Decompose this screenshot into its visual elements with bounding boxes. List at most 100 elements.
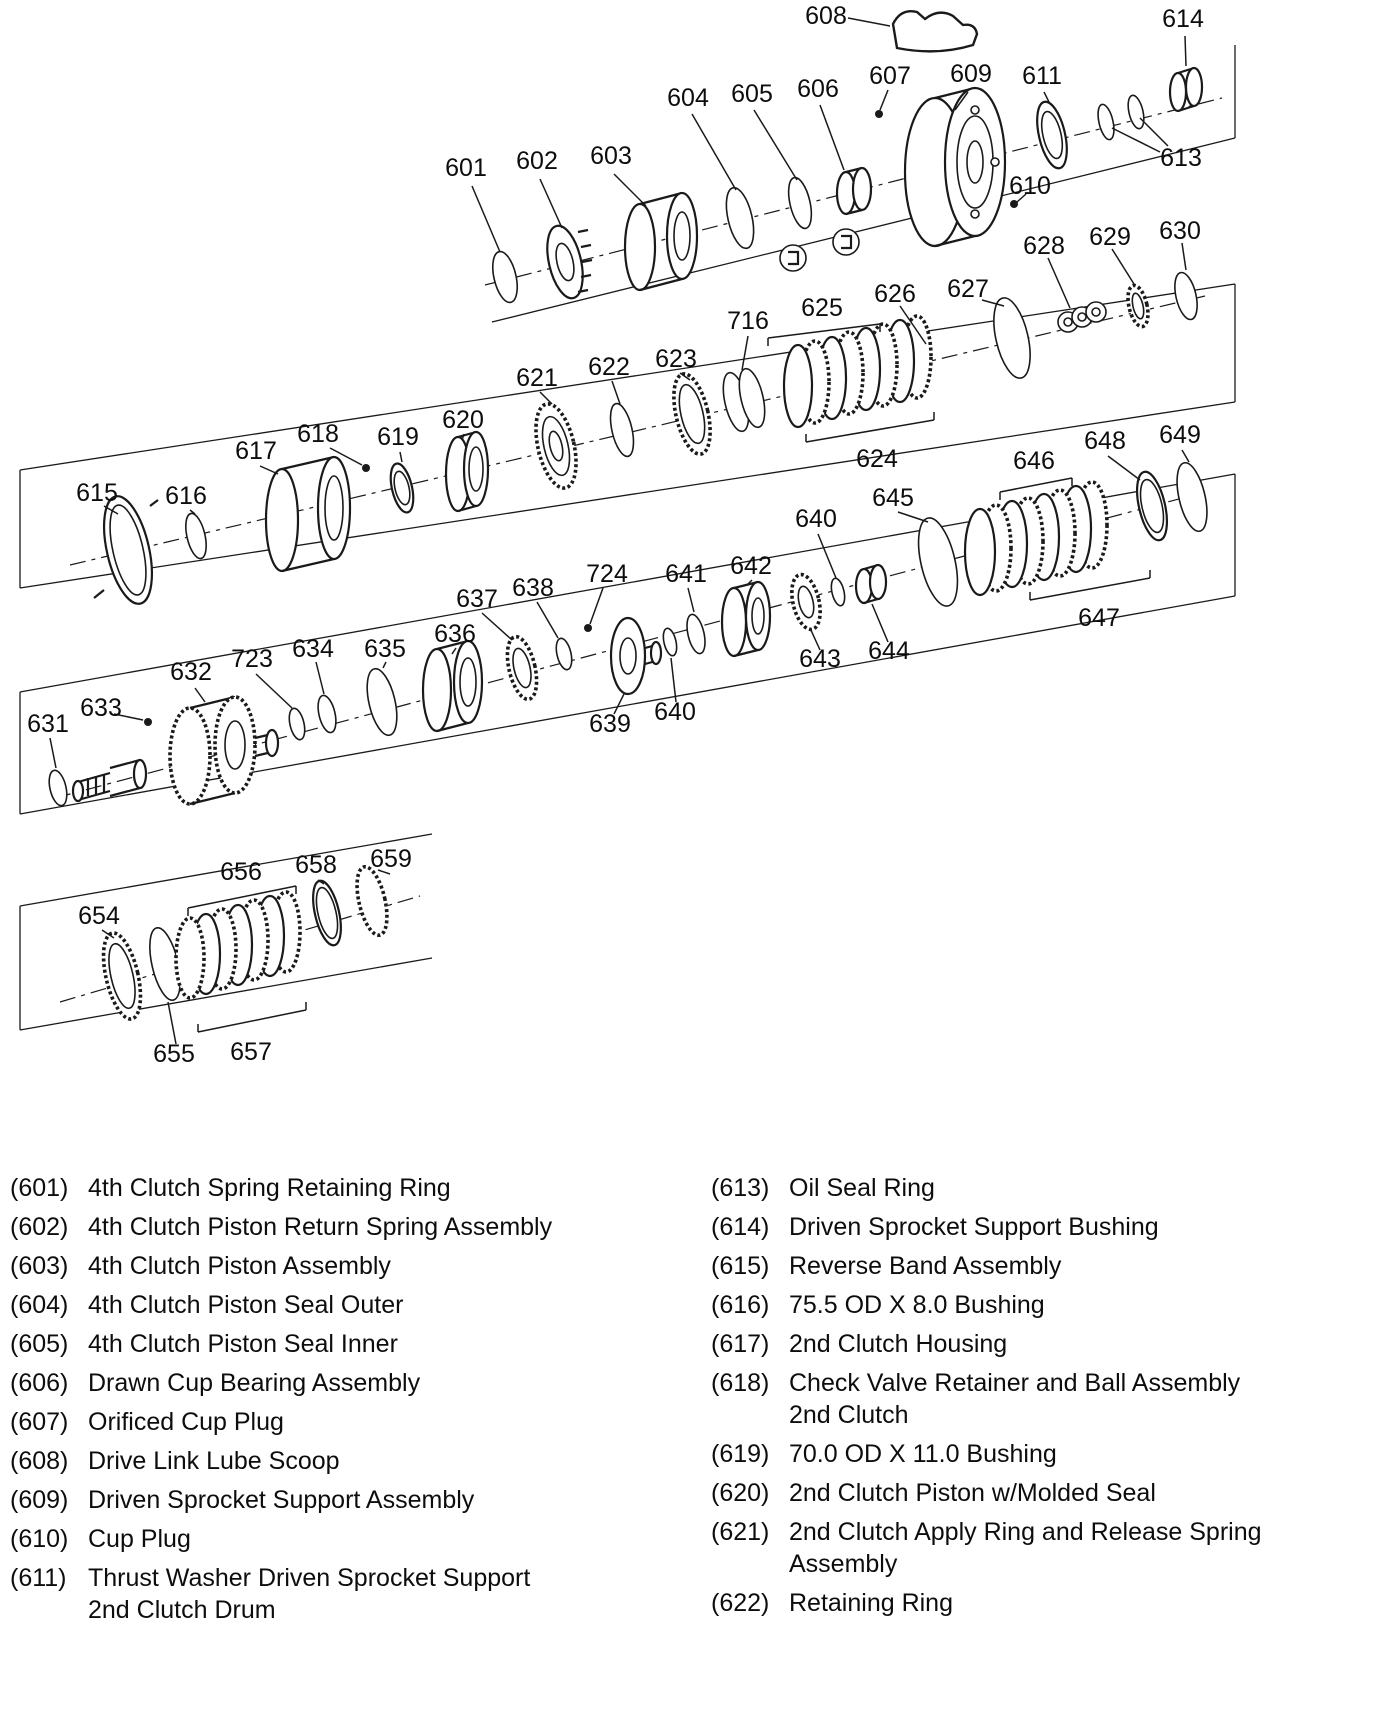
legend-item-number: (609)	[10, 1486, 69, 1514]
callout-620: 620	[442, 406, 484, 434]
part-ring-631	[48, 737, 68, 807]
part-2nd-clutch-pack	[767, 305, 935, 443]
callout-644: 644	[868, 637, 910, 665]
part-snap-ring-649	[1176, 449, 1208, 533]
legend-item-616: (616) 75.5 OD X 8.0 Bushing	[711, 1289, 1382, 1321]
part-hub-639	[609, 616, 663, 715]
assembly-4th-clutch	[471, 10, 1204, 304]
legend-item-text: 4th Clutch Piston Seal Outer	[88, 1291, 404, 1319]
section-frame-lines	[19, 45, 1236, 1031]
legend-item-text: Driven Sprocket Support Assembly	[88, 1486, 475, 1514]
callout-604: 604	[667, 84, 709, 112]
part-orificed-cup-plug	[875, 89, 889, 118]
part-cup-plug	[1010, 193, 1027, 208]
part-4th-clutch-piston-seal-outer	[691, 113, 755, 250]
part-2nd-clutch-housing	[259, 455, 352, 573]
legend-item-621: (621)2nd Clutch Apply Ring and Release S…	[711, 1516, 1382, 1580]
part-rings-716	[722, 335, 766, 433]
legend-item-text: Drawn Cup Bearing Assembly	[88, 1369, 421, 1397]
callout-724: 724	[586, 560, 628, 588]
part-plug-724	[584, 587, 604, 632]
callout-617: 617	[235, 437, 277, 465]
callout-621: 621	[516, 364, 558, 392]
legend-item-608: (608)Drive Link Lube Scoop	[10, 1445, 681, 1477]
legend-item-614: (614)Driven Sprocket Support Bushing	[711, 1211, 1382, 1243]
part-plug-633	[113, 713, 152, 726]
legend-item-622: (622)Retaining Ring	[711, 1587, 1382, 1619]
part-2nd-clutch-apply-ring	[534, 391, 578, 490]
exploded-diagram: 601 602 603 604 605 606 607 608 609 610 …	[19, 2, 1236, 1068]
legend-item-number: (604)	[10, 1291, 69, 1319]
legend-item-611: (611)Thrust Washer Driven Sprocket Suppo…	[10, 1562, 681, 1626]
callout-603: 603	[590, 142, 632, 170]
callout-640: 640	[795, 505, 837, 533]
callout-658: 658	[295, 851, 337, 879]
callout-656: 656	[220, 858, 262, 886]
part-ring-630	[1174, 242, 1198, 321]
callout-614: 614	[1162, 5, 1204, 33]
diagram-canvas: 601 602 603 604 605 606 607 608 609 610 …	[19, 2, 1236, 1068]
fastener-symbol	[832, 228, 860, 256]
legend-item-text: Check Valve Retainer and Ball Assembly 2…	[789, 1369, 1241, 1429]
callout-625: 625	[801, 294, 843, 322]
callout-632: 632	[170, 658, 212, 686]
legend-item-text: 4th Clutch Piston Seal Inner	[88, 1330, 398, 1358]
callout-labels: 601 602 603 604 605 606 607 608 609 610 …	[27, 2, 1204, 1068]
callout-635: 635	[364, 635, 406, 663]
legend-item-number: (613)	[711, 1174, 770, 1202]
part-toothed-ring-659	[355, 864, 391, 938]
part-ring-645	[897, 511, 959, 607]
legend-item-number: (617)	[711, 1330, 770, 1358]
callout-631: 631	[27, 710, 69, 738]
part-toothed-gear-643	[790, 572, 822, 651]
part-drawn-cup-bearing	[819, 104, 873, 216]
part-ring-723	[255, 673, 306, 741]
callout-613: 613	[1160, 144, 1202, 172]
callout-623: 623	[655, 345, 697, 373]
legend-item-text: 4th Clutch Piston Assembly	[88, 1252, 391, 1280]
callout-615: 615	[76, 479, 118, 507]
callout-639: 639	[589, 710, 631, 738]
legend-item-text: Oil Seal Ring	[789, 1174, 935, 1202]
part-3rd-clutch-pack	[963, 477, 1151, 601]
callout-659: 659	[370, 845, 412, 873]
legend-item-text: 4th Clutch Spring Retaining Ring	[88, 1174, 451, 1202]
part-drive-link-lube-scoop	[847, 10, 979, 53]
part-drum-642	[720, 579, 772, 658]
legend-item-615: (615)Reverse Band Assembly	[711, 1250, 1382, 1282]
legend-column-right: (613) Oil Seal Ring (614)Driven Sprocket …	[711, 1172, 1382, 1633]
callout-601: 601	[445, 154, 487, 182]
part-toothed-wheel-637	[481, 612, 539, 702]
legend-item-number: (620)	[711, 1479, 770, 1507]
part-washer-640	[662, 627, 678, 703]
callout-602: 602	[516, 147, 558, 175]
legend-column-left: (601)4th Clutch Spring Retaining Ring (6…	[10, 1172, 681, 1633]
callout-629: 629	[1089, 223, 1131, 251]
legend-item-609: (609) Driven Sprocket Support Assembly	[10, 1484, 681, 1516]
part-oil-seal-rings	[1097, 94, 1169, 153]
callout-610: 610	[1009, 172, 1051, 200]
part-drum-636	[421, 639, 484, 733]
legend-item-text: 75.5 OD X 8.0 Bushing	[789, 1291, 1045, 1319]
callout-633: 633	[80, 694, 122, 722]
part-ring-623	[672, 372, 712, 456]
legend-item-number: (621)	[711, 1518, 770, 1546]
callout-611: 611	[1022, 62, 1062, 90]
legend-item-610: (610)Cup Plug	[10, 1523, 681, 1555]
legend-item-number: (603)	[10, 1252, 69, 1280]
callout-640-b: 640	[654, 698, 696, 726]
callout-605: 605	[731, 80, 773, 108]
legend-item-619: (619)70.0 OD X 11.0 Bushing	[711, 1438, 1382, 1470]
callout-716: 716	[727, 307, 769, 335]
part-driven-sprocket-support-bushing	[1168, 35, 1204, 113]
part-2nd-clutch-piston	[444, 430, 490, 513]
callout-647: 647	[1078, 604, 1120, 632]
legend-item-text: Drive Link Lube Scoop	[88, 1447, 340, 1475]
legend-item-602: (602)4th Clutch Piston Return Spring Ass…	[10, 1211, 681, 1243]
part-ring-648	[1107, 455, 1169, 542]
legend-item-number: (607)	[10, 1408, 69, 1436]
legend-item-number: (616)	[711, 1291, 770, 1319]
callout-643: 643	[799, 645, 841, 673]
part-check-valve-ball	[329, 447, 370, 472]
legend-item-text: Thrust Washer Driven Sprocket Support 2n…	[88, 1564, 531, 1624]
